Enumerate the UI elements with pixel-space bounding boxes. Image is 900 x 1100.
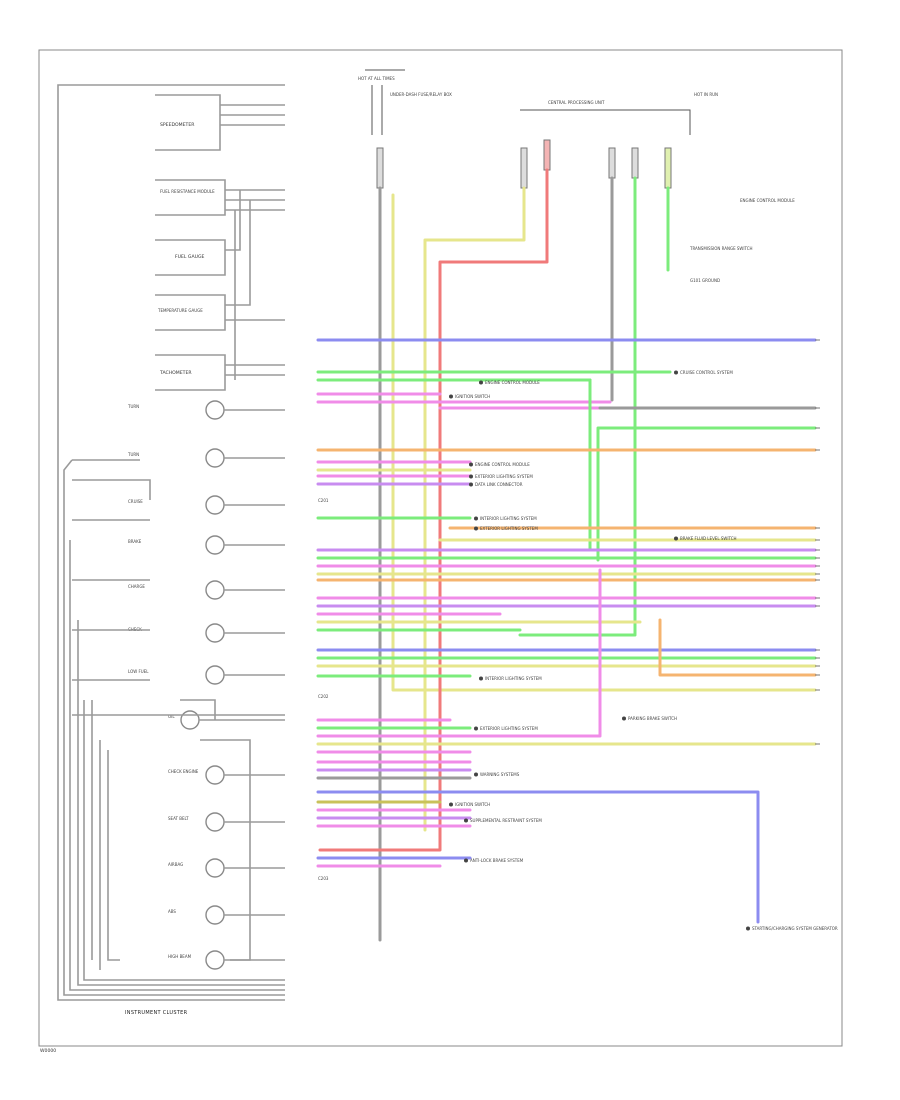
- wire: [316, 790, 760, 924]
- module-label: EXTERIOR LIGHTING SYSTEM: [475, 474, 533, 479]
- indicator-label: TURN: [127, 452, 139, 457]
- gauge-label-fuel: FUEL GAUGE: [175, 254, 205, 260]
- gauge-label-tachometer: TACHOMETER: [159, 370, 192, 376]
- indicator-bulb-icon: [180, 710, 200, 730]
- module-label: INTERIOR LIGHTING SYSTEM: [480, 516, 537, 521]
- indicator-label: CRUISE: [128, 499, 143, 504]
- indicator-bulb-icon: [205, 495, 225, 515]
- connector-label-c202: C202: [318, 694, 329, 699]
- module-label: IGNITION SWITCH: [455, 394, 490, 399]
- power-section: HOT AT ALL TIMES UNDER-DASH FUSE/RELAY B…: [358, 69, 795, 283]
- gauge-label-temperature: TEMPERATURE GAUGE: [157, 308, 203, 313]
- indicator-bulbs: [180, 400, 285, 970]
- wire: [658, 618, 817, 677]
- module-label: PARKING BRAKE SWITCH: [628, 716, 677, 721]
- wire: [316, 568, 602, 738]
- label-fuse-block: UNDER-DASH FUSE/RELAY BOX: [390, 92, 452, 97]
- indicator-bulb-icon: [205, 765, 225, 785]
- connector-arrow-icon: [464, 818, 468, 823]
- module-label: ENGINE CONTROL MODULE: [475, 462, 530, 467]
- connector-arrow-icon: [469, 462, 473, 467]
- indicator-label: LOW FUEL: [128, 669, 149, 674]
- label-central-processing: CENTRAL PROCESSING UNIT: [548, 100, 605, 105]
- wire-harness: [316, 168, 817, 942]
- module-references: ENGINE CONTROL MODULE IGNITION SWITCH ENGI…: [449, 339, 838, 931]
- indicator-bulb-icon: [205, 665, 225, 685]
- footer-code: W0000: [40, 1048, 56, 1054]
- indicator-bulb-icon: [205, 580, 225, 600]
- connector-arrow-icon: [449, 394, 453, 399]
- label-hot-in-run: HOT IN RUN: [694, 92, 718, 97]
- indicator-label: SEAT BELT: [168, 816, 189, 821]
- indicator-bulb-icon: [205, 950, 225, 970]
- indicator-label: AIRBAG: [168, 862, 183, 867]
- connector-arrow-icon: [674, 536, 678, 541]
- label-engine-module-top: ENGINE CONTROL MODULE: [740, 198, 795, 203]
- module-label: EXTERIOR LIGHTING SYSTEM: [480, 526, 538, 531]
- indicator-bulb-icon: [205, 905, 225, 925]
- indicator-label: OIL: [168, 714, 175, 719]
- module-label: EXTERIOR LIGHTING SYSTEM: [480, 726, 538, 731]
- connector-arrow-icon: [622, 716, 626, 721]
- instrument-cluster: SPEEDOMETER FUEL RESISTANCE MODULE FUEL …: [57, 84, 285, 1016]
- module-label: DATA LINK CONNECTOR: [475, 482, 523, 487]
- indicator-bulb-icon: [205, 858, 225, 878]
- wire: [423, 186, 526, 832]
- module-label: WARNING SYSTEMS: [480, 772, 520, 777]
- module-label: SUPPLEMENTAL RESTRAINT SYSTEM: [470, 818, 542, 823]
- wire: [391, 193, 817, 692]
- connector-arrow-icon: [474, 772, 478, 777]
- indicator-bulb-icon: [205, 535, 225, 555]
- module-label: CRUISE CONTROL SYSTEM: [680, 370, 733, 375]
- wire: [518, 176, 637, 637]
- module-label: INTERIOR LIGHTING SYSTEM: [485, 676, 542, 681]
- gauge-label-fuel-module: FUEL RESISTANCE MODULE: [160, 189, 215, 194]
- wire: [596, 426, 817, 562]
- connector-arrow-icon: [464, 858, 468, 863]
- cluster-title: INSTRUMENT CLUSTER: [125, 1010, 188, 1016]
- connector-arrow-icon: [469, 474, 473, 479]
- module-label: ANTI-LOCK BRAKE SYSTEM: [470, 858, 524, 863]
- indicator-bulb-icon: [205, 448, 225, 468]
- module-label: ENGINE CONTROL MODULE: [485, 380, 540, 385]
- wire: [318, 168, 549, 852]
- indicator-bulb-icon: [205, 400, 225, 420]
- connector-arrow-icon: [479, 380, 483, 385]
- connector-arrow-icon: [474, 516, 478, 521]
- indicator-label: CHECK ENGINE: [168, 769, 199, 774]
- connector-arrow-icon: [479, 676, 483, 681]
- connector-arrow-icon: [674, 370, 678, 375]
- diagram-border: [38, 49, 843, 1047]
- indicator-label: ABS: [168, 909, 176, 914]
- label-hot-at-all-times: HOT AT ALL TIMES: [358, 76, 395, 81]
- connector-arrow-icon: [474, 526, 478, 531]
- indicator-bulb-icon: [205, 623, 225, 643]
- indicator-label: TURN: [127, 404, 139, 409]
- connector-arrow-icon: [474, 726, 478, 731]
- connector-arrow-icon: [469, 482, 473, 487]
- module-label: BRAKE FLUID LEVEL SWITCH: [680, 536, 737, 541]
- indicator-label: CHARGE: [128, 584, 145, 589]
- label-transmission: TRANSMISSION RANGE SWITCH: [689, 246, 753, 251]
- connector-arrow-icon: [746, 926, 750, 931]
- connector-label-c203: C203: [318, 876, 329, 881]
- module-label: IGNITION SWITCH: [455, 802, 490, 807]
- connector-arrow-icon: [449, 802, 453, 807]
- module-label: STARTING/CHARGING SYSTEM GENERATOR: [752, 926, 838, 931]
- connector-label-c201: C201: [318, 498, 329, 503]
- label-ground: G101 GROUND: [690, 278, 720, 283]
- indicator-label: BRAKE: [128, 539, 142, 544]
- gauge-label-speedometer: SPEEDOMETER: [160, 122, 195, 128]
- indicator-label: HIGH BEAM: [168, 954, 192, 959]
- indicator-bulb-icon: [205, 812, 225, 832]
